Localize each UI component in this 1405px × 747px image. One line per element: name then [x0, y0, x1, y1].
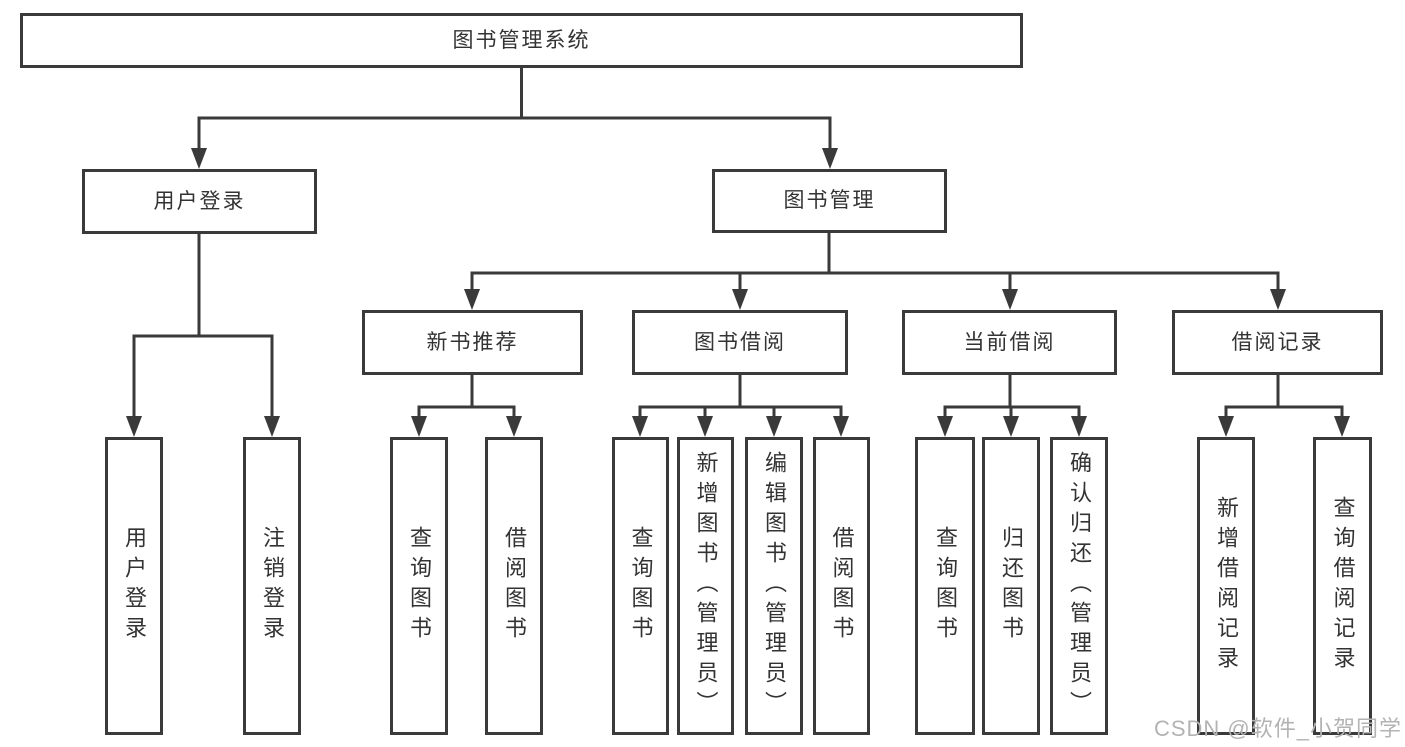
leaf-query-books-current: 查询图书 [915, 437, 975, 735]
leaf-borrow-books-recommend: 借阅图书 [485, 437, 543, 735]
leaf-user-login: 用户登录 [105, 437, 163, 735]
leaf-logout: 注销登录 [243, 437, 301, 735]
node-current-borrow: 当前借阅 [902, 310, 1117, 375]
node-book-borrow: 图书借阅 [632, 310, 848, 375]
leaf-return-books: 归还图书 [982, 437, 1040, 735]
node-library-system: 图书管理系统 [20, 13, 1023, 68]
node-user-login: 用户登录 [82, 169, 317, 234]
arrowheads [126, 148, 1350, 437]
leaf-edit-books-admin: 编辑图书（管理员） [745, 437, 803, 735]
node-new-book-recommend: 新书推荐 [362, 310, 583, 375]
leaf-query-books-recommend: 查询图书 [390, 437, 448, 735]
leaf-add-borrow-record: 新增借阅记录 [1197, 437, 1255, 735]
leaf-borrow-books: 借阅图书 [813, 437, 870, 735]
node-borrow-records: 借阅记录 [1172, 310, 1383, 375]
leaf-add-books-admin: 新增图书（管理员） [677, 437, 734, 735]
leaf-confirm-return-admin: 确认归还（管理员） [1050, 437, 1108, 735]
leaf-query-borrow-record: 查询借阅记录 [1313, 437, 1372, 735]
leaf-query-books-borrow: 查询图书 [612, 437, 669, 735]
csdn-watermark: CSDN @软件_小贺同学 [1153, 716, 1402, 741]
node-book-management: 图书管理 [712, 169, 947, 233]
